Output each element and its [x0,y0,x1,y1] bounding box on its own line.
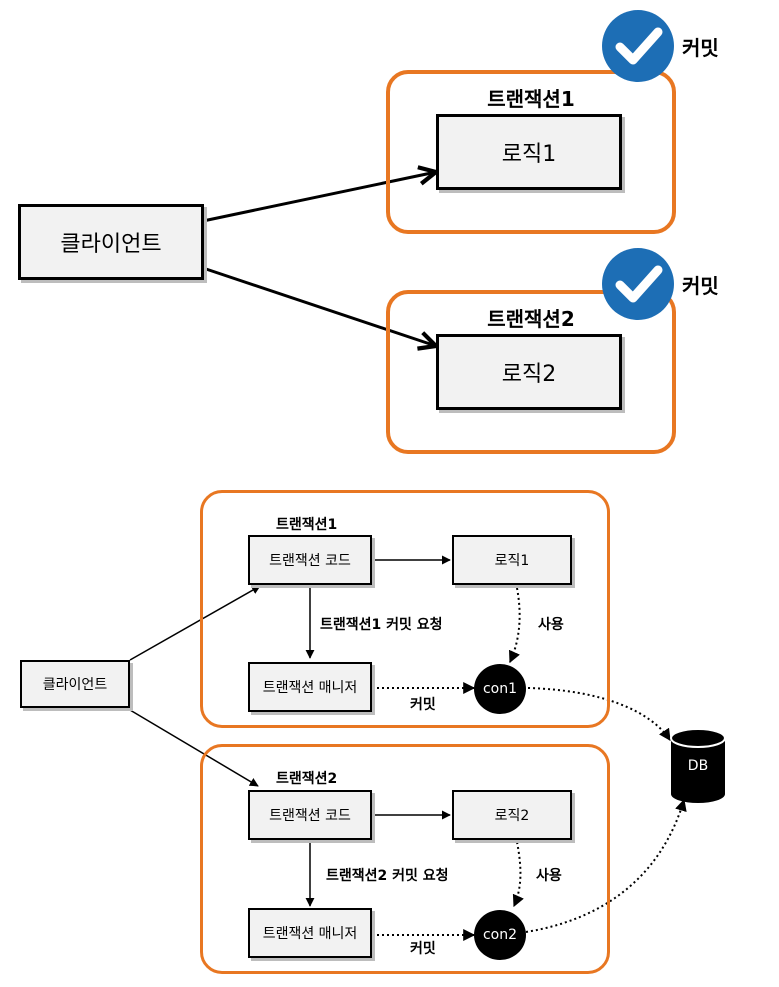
connection-node-con1: con1 [474,664,526,714]
transaction1-container [386,70,676,234]
database-icon: DB [670,728,726,804]
commit-label-bottom-1: 커밋 [410,697,436,713]
logic1-box: 로직1 [436,114,622,190]
logic2-box: 로직2 [436,334,622,410]
commit-request-label-2: 트랜잭션2 커밋 요청 [326,868,449,884]
code-label: 트랜잭션 코드 [269,553,351,569]
transaction-manager-box-2: 트랜잭션 매니저 [248,908,372,958]
transaction-manager-box-1: 트랜잭션 매니저 [248,662,372,712]
client-box-bottom: 클라이언트 [20,660,130,708]
arrow-client-to-code2 [129,709,259,787]
arrow-client-to-logic2 [202,266,436,346]
manager-label: 트랜잭션 매니저 [262,926,358,942]
client-label: 클라이언트 [60,232,162,257]
commit-label-bottom-2: 커밋 [410,941,436,957]
dotted-con2-to-db [525,798,687,933]
transaction2-title: 트랜잭션2 [487,307,575,331]
client-box-top: 클라이언트 [18,204,204,280]
conn-label: con2 [482,927,518,943]
code-label: 트랜잭션 코드 [269,808,351,824]
transaction-code-box-1: 트랜잭션 코드 [248,535,372,585]
logic2-label: 로직2 [501,362,557,387]
transaction-code-box-2: 트랜잭션 코드 [248,790,372,840]
transaction1-container-bottom [200,490,610,728]
connection-node-con2: con2 [474,910,526,960]
logic-label: 로직2 [494,808,530,824]
client-label: 클라이언트 [42,677,108,693]
conn-label: con1 [482,681,518,697]
dotted-logic2-to-con2 [512,841,524,908]
commit-request-label-1: 트랜잭션1 커밋 요청 [320,617,443,633]
logic-label: 로직1 [494,553,530,569]
transaction1-title: 트랜잭션1 [487,87,575,111]
db-label: DB [687,758,709,774]
use-label-1: 사용 [538,617,564,633]
arrow-client-to-code1 [129,585,261,661]
transaction1-title-bottom: 트랜잭션1 [276,517,338,533]
check-circle-icon [602,10,674,82]
transaction2-container-bottom [200,744,610,974]
transaction2-container [386,290,676,454]
logic2-box-bottom: 로직2 [452,790,572,840]
commit-label-2: 커밋 [682,274,719,298]
use-label-2: 사용 [536,868,562,884]
manager-label: 트랜잭션 매니저 [262,680,358,696]
arrow-client-to-logic1 [202,172,436,223]
logic1-label: 로직1 [501,142,557,167]
transaction2-title-bottom: 트랜잭션2 [276,771,338,787]
commit-label-1: 커밋 [682,36,719,60]
logic1-box-bottom: 로직1 [452,535,572,585]
check-circle-icon [602,248,674,320]
